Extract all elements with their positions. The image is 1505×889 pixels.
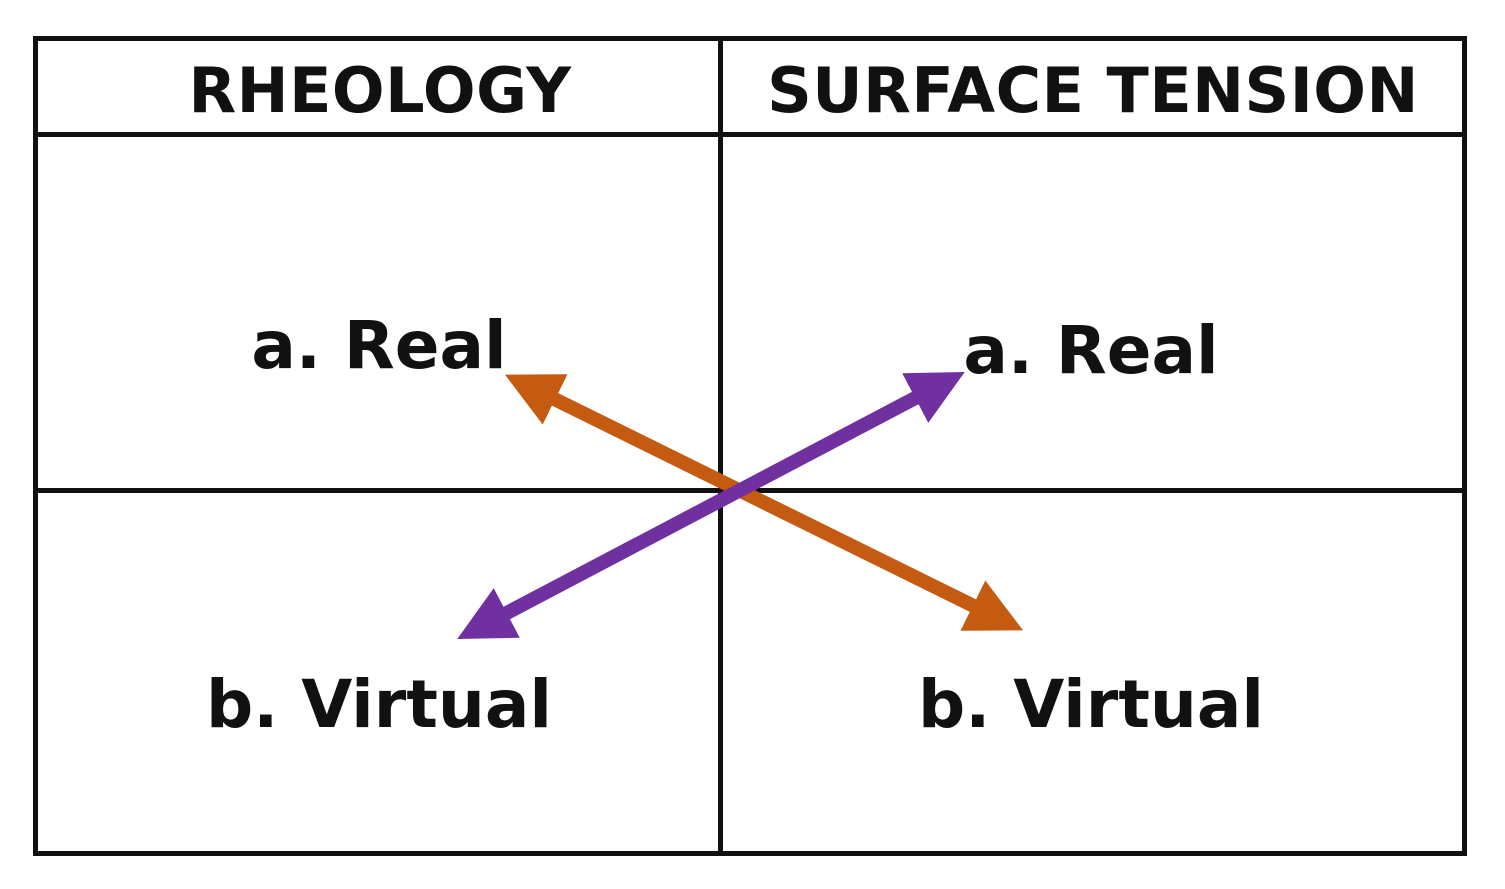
border-left	[33, 36, 38, 856]
surface-tension-virtual-label: b. Virtual	[917, 666, 1265, 743]
header-surface-tension: SURFACE TENSION	[767, 54, 1419, 127]
surface-tension-real-label: a. Real	[963, 312, 1219, 389]
arrow-rheology-virtual-to-surface-tension-real	[457, 371, 965, 640]
header-divider	[33, 132, 1467, 137]
header-rheology: RHEOLOGY	[188, 54, 572, 127]
rheology-virtual-label: b. Virtual	[205, 666, 553, 743]
border-bottom	[33, 851, 1467, 856]
arrow-rheology-real-to-surface-tension-virtual	[504, 374, 1024, 631]
column-divider	[718, 36, 723, 856]
border-top	[33, 36, 1467, 41]
rheology-real-label: a. Real	[251, 307, 507, 384]
border-right	[1462, 36, 1467, 856]
row-divider	[33, 488, 1467, 493]
